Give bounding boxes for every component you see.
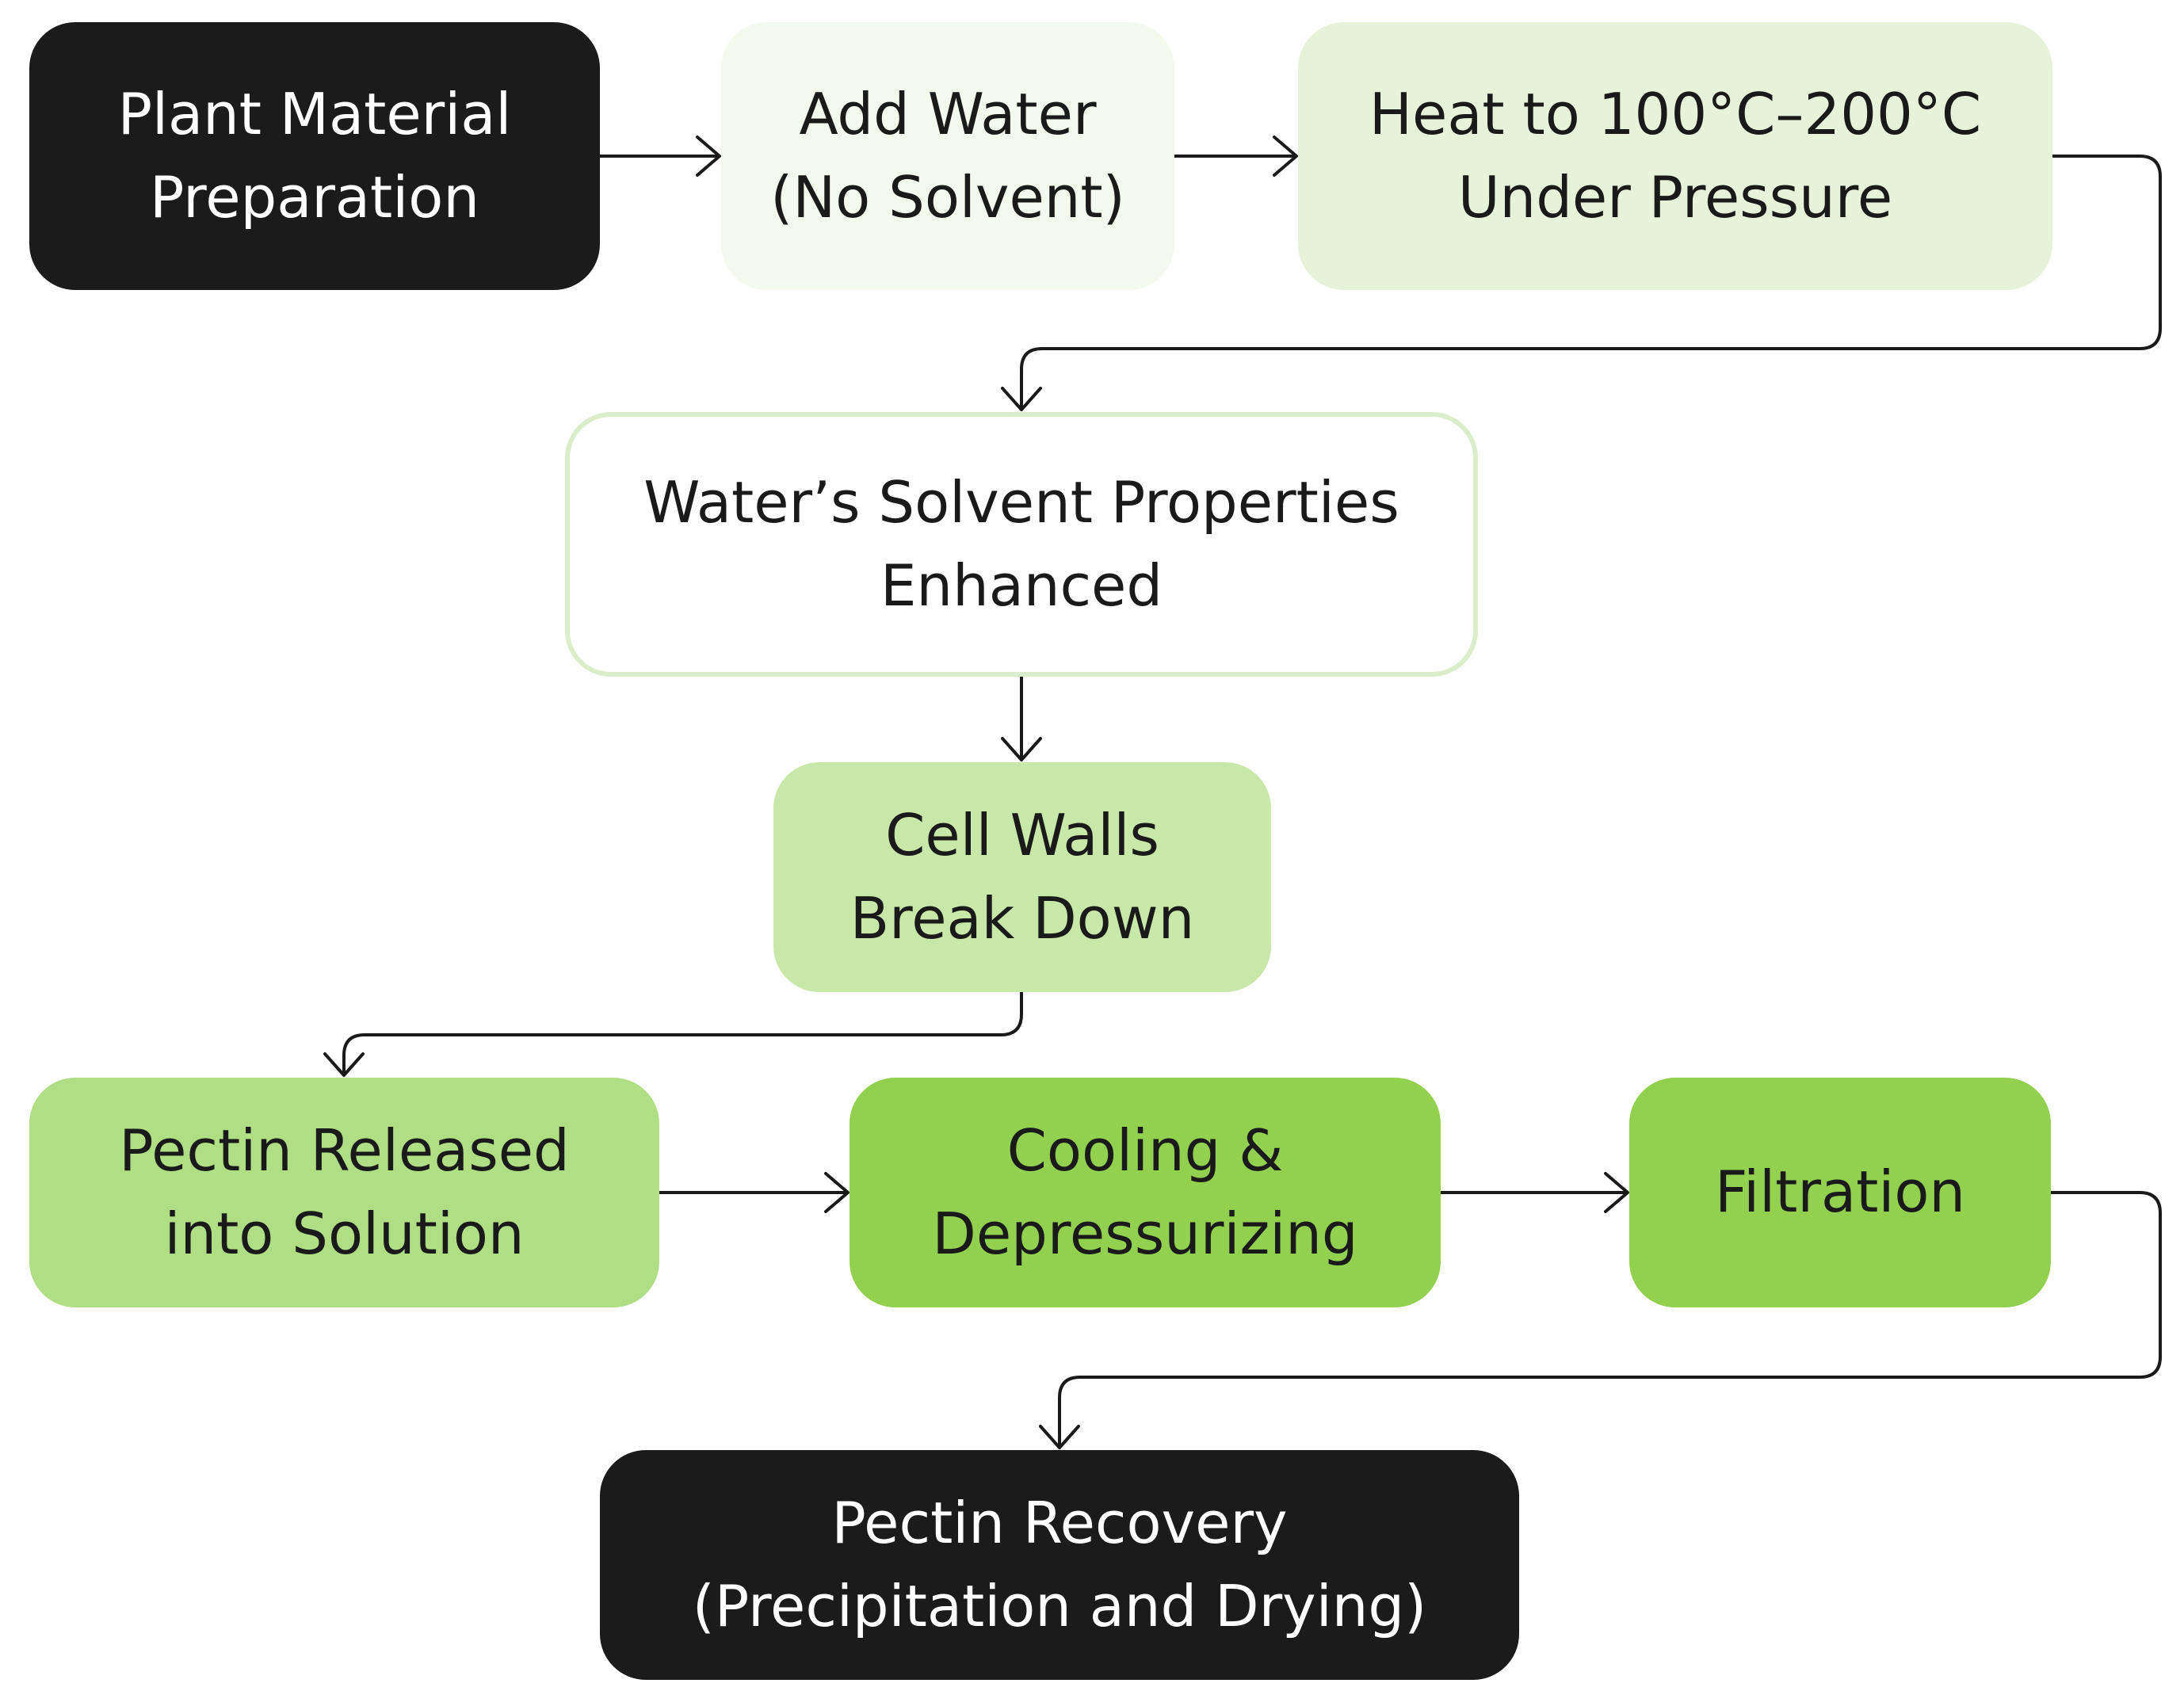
node-label-line: Filtration <box>1714 1158 1966 1226</box>
arrow-filtration-to-pectin-recovery <box>1039 1191 2162 1449</box>
node-heat-under-pressure: Heat to 100°C–200°C Under Pressure <box>1298 22 2052 290</box>
node-label-line: Preparation <box>150 164 479 231</box>
node-label-line: Add Water <box>799 80 1097 147</box>
node-label-line: Heat to 100°C–200°C <box>1369 80 1982 147</box>
node-label-line: Under Pressure <box>1457 164 1893 231</box>
node-pectin-recovery: Pectin Recovery (Precipitation and Dryin… <box>600 1450 1519 1680</box>
node-label-line: Cell Walls <box>885 801 1159 868</box>
node-label-line: (Precipitation and Drying) <box>692 1573 1427 1639</box>
node-label-line: Plant Material <box>117 80 512 147</box>
node-label-line: (No Solvent) <box>770 164 1125 231</box>
node-plant-material-preparation: Plant Material Preparation <box>29 22 600 290</box>
node-label-line: Pectin Released <box>119 1116 570 1184</box>
arrow-cell-walls-to-pectin-released <box>323 990 1023 1077</box>
node-add-water: Add Water (No Solvent) <box>721 22 1174 290</box>
node-solvent-properties-enhanced: Water’s Solvent Properties Enhanced <box>565 412 1478 677</box>
arrow-cooling-to-filtration <box>1439 1172 1629 1213</box>
node-cooling-depressurizing: Cooling & Depressurizing <box>850 1078 1441 1307</box>
node-filtration: Filtration <box>1629 1078 2051 1307</box>
node-label-line: Water’s Solvent Properties <box>643 468 1399 536</box>
node-label-line: Depressurizing <box>932 1200 1358 1267</box>
node-label-line: Enhanced <box>880 552 1163 619</box>
node-pectin-released: Pectin Released into Solution <box>29 1078 659 1307</box>
arrow-add-water-to-heat <box>1173 135 1298 177</box>
arrow-plant-to-add-water <box>598 135 721 177</box>
arrow-pectin-released-to-cooling <box>658 1172 850 1213</box>
arrow-solvent-to-cell-walls <box>1001 675 1042 761</box>
node-label-line: Break Down <box>850 885 1195 952</box>
node-label-line: Cooling & <box>1006 1116 1284 1184</box>
node-label-line: Pectin Recovery <box>831 1489 1288 1556</box>
arrow-heat-to-solvent-properties <box>1001 155 2162 411</box>
node-cell-walls-break-down: Cell Walls Break Down <box>773 762 1271 992</box>
node-label-line: into Solution <box>164 1200 525 1267</box>
